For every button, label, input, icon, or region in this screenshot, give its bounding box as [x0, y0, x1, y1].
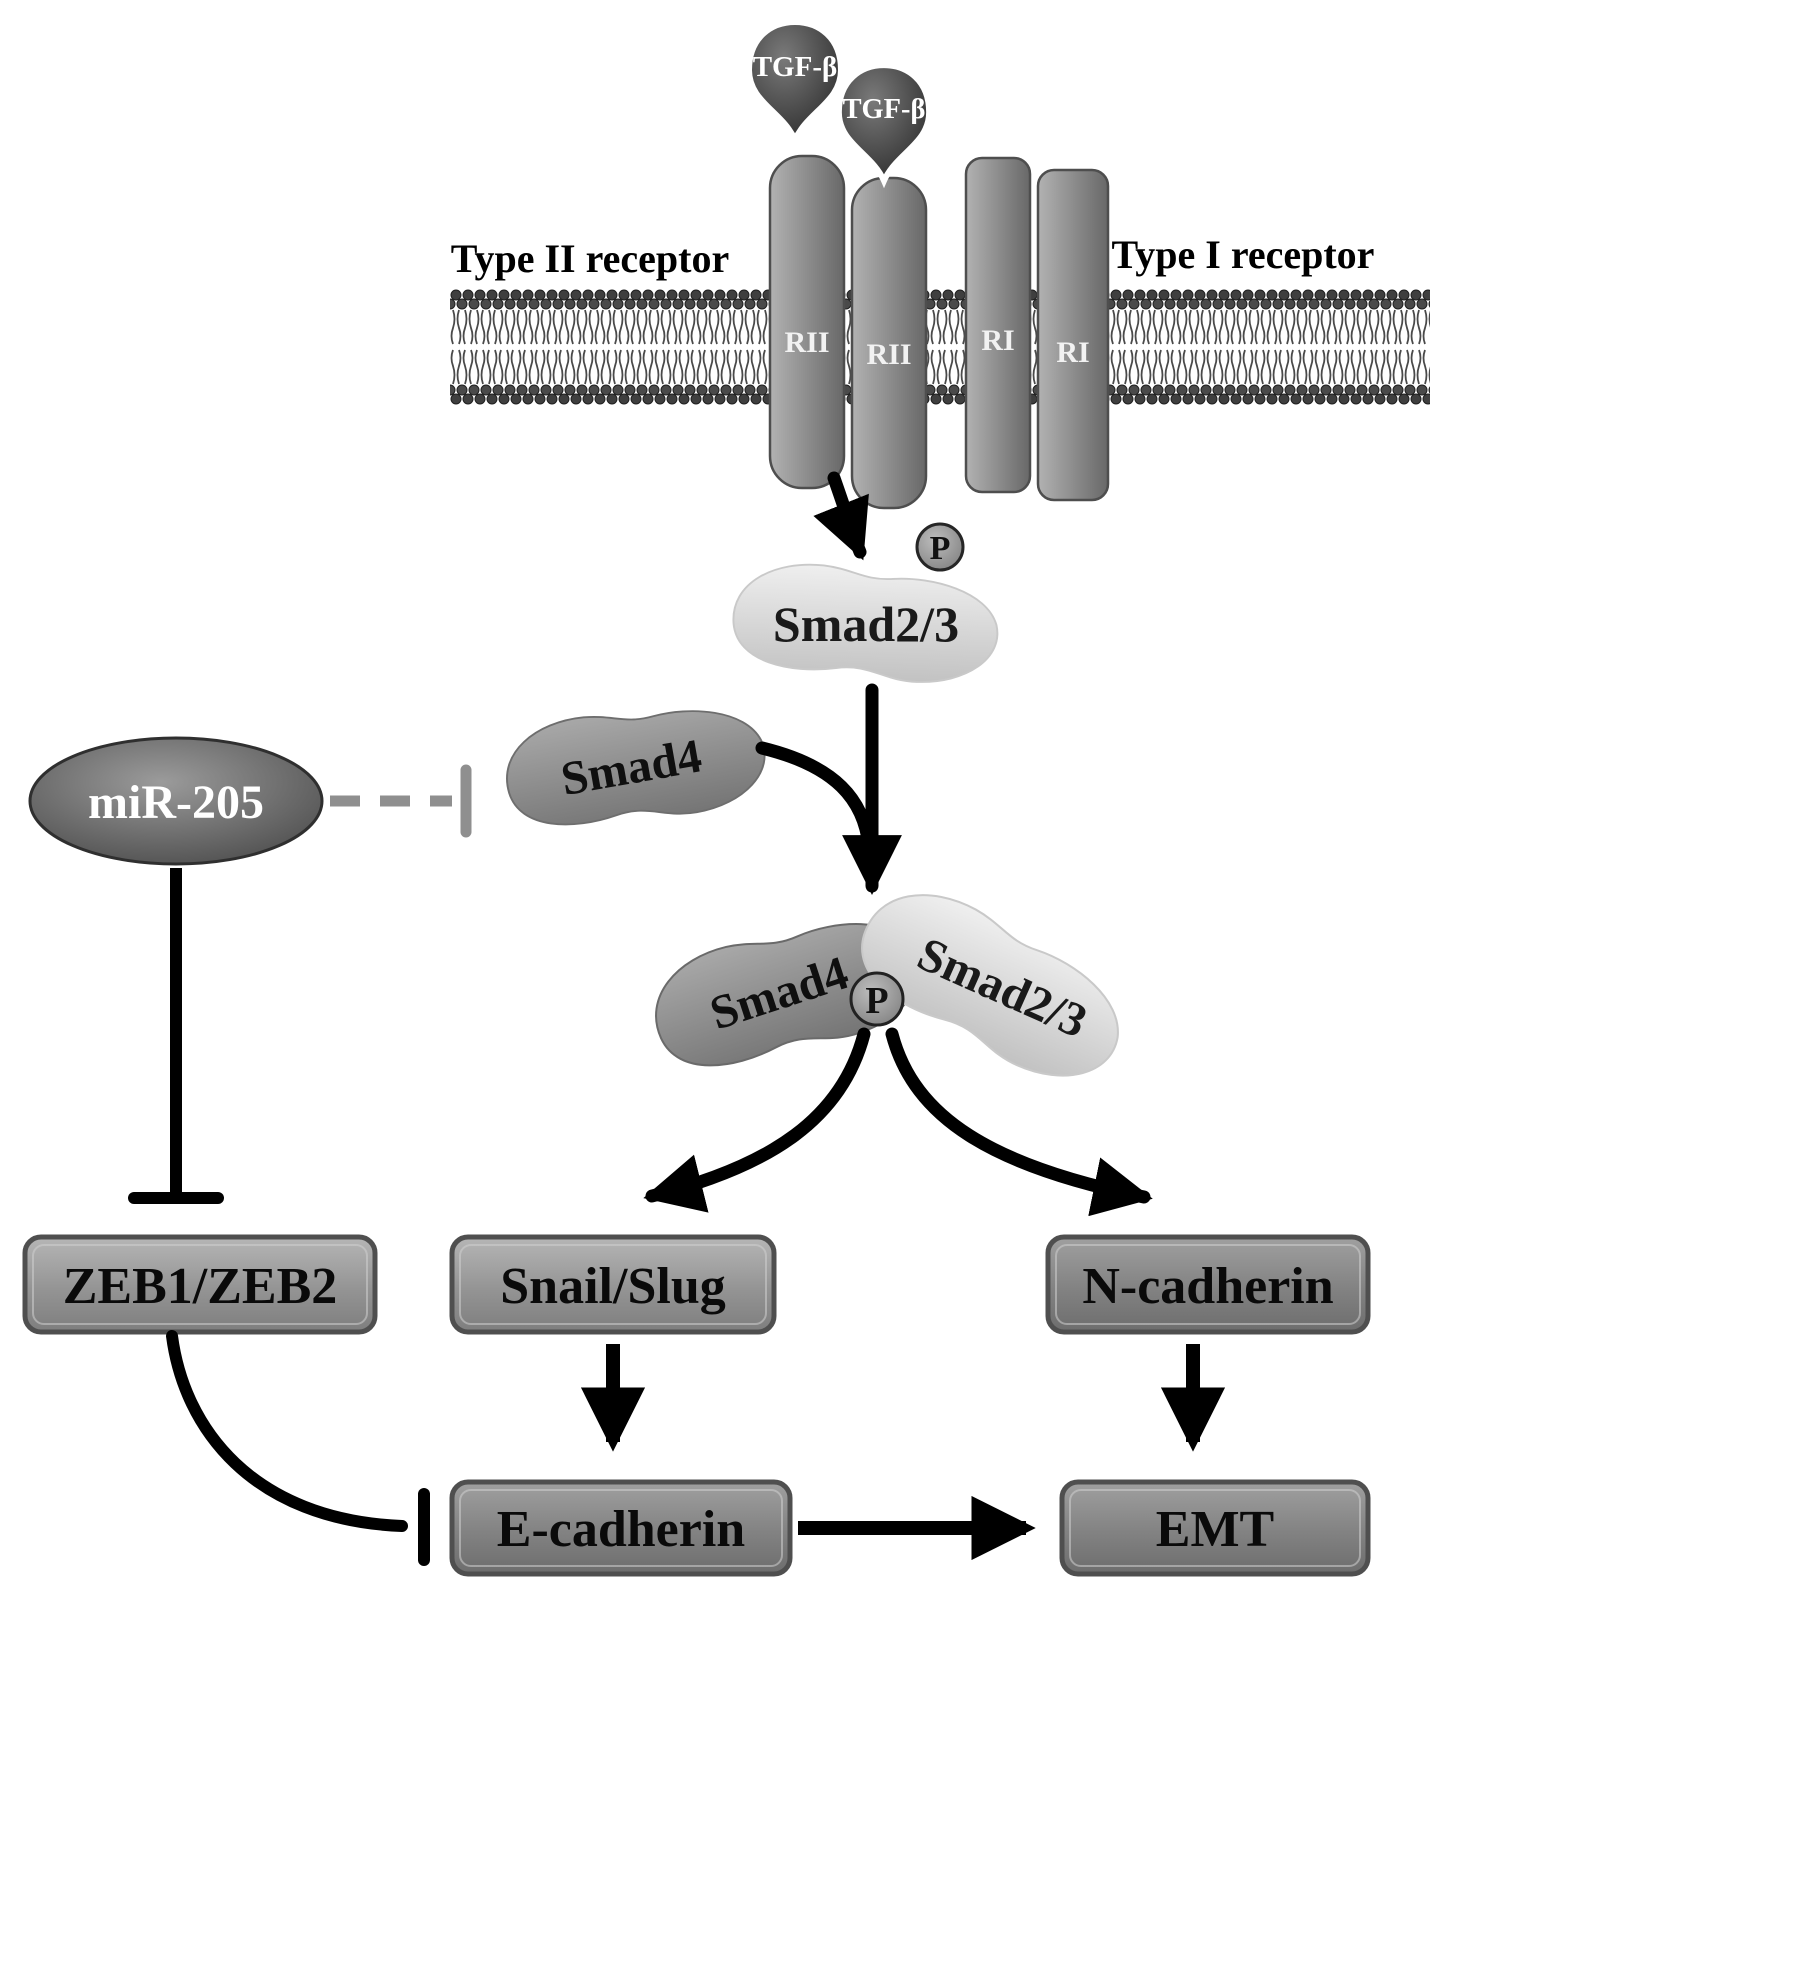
emt-label: EMT [1156, 1501, 1274, 1558]
mir205-label: miR-205 [88, 776, 264, 829]
phosphate-badge-top-label: P [930, 530, 951, 567]
type1-receptor-label: Type I receptor [1112, 232, 1375, 277]
arrow-complex-to-ncadherin [885, 1027, 1153, 1217]
phosphate-badge-complex [849, 971, 905, 1027]
zeb-box: ZEB1/ZEB2 [22, 1234, 378, 1335]
mir205-ellipse [28, 736, 324, 866]
arrow-receptor-to-smad23 [813, 471, 869, 561]
receptor-ri-1-label: RI [981, 324, 1014, 357]
ncadherin-box: N-cadherin [1045, 1234, 1371, 1335]
tgfb-ligand-1: TGF-β [749, 22, 841, 140]
tgfb-ligand-2: TGF-β [839, 65, 929, 181]
ecadherin-box: E-cadherin [449, 1479, 793, 1577]
receptor-rii-1-label: RII [784, 326, 829, 359]
tgfb-ligand-1-label: TGF-β [753, 51, 838, 83]
cell-membrane [450, 288, 1430, 406]
arrow-complex-to-snail [643, 1027, 871, 1213]
receptor-rii-1 [768, 154, 846, 490]
zeb-label: ZEB1/ZEB2 [63, 1258, 338, 1315]
phosphate-badge-top [915, 522, 965, 572]
receptor-rii-2-label: RII [866, 338, 911, 371]
emt-box: EMT [1059, 1479, 1371, 1577]
phosphate-badge-complex-label: P [865, 980, 888, 1022]
ecadherin-label: E-cadherin [497, 1501, 746, 1558]
receptor-ri-2-label: RI [1056, 336, 1089, 369]
receptor-ri-2 [1036, 168, 1110, 502]
smad23-top-label: Smad2/3 [773, 596, 959, 652]
type2-receptor-label: Type II receptor [451, 236, 729, 281]
inhibition-zeb-ecadherin-line [166, 1330, 408, 1532]
snail-slug-label: Snail/Slug [500, 1258, 725, 1315]
connector-smad4-joins-pathway [755, 741, 876, 853]
receptor-ri-1 [964, 156, 1032, 494]
tgfb-ligand-2-label: TGF-β [843, 94, 926, 125]
receptor-rii-2 [850, 176, 928, 510]
snail-slug-box: Snail/Slug [449, 1234, 777, 1335]
ncadherin-label: N-cadherin [1082, 1258, 1333, 1315]
